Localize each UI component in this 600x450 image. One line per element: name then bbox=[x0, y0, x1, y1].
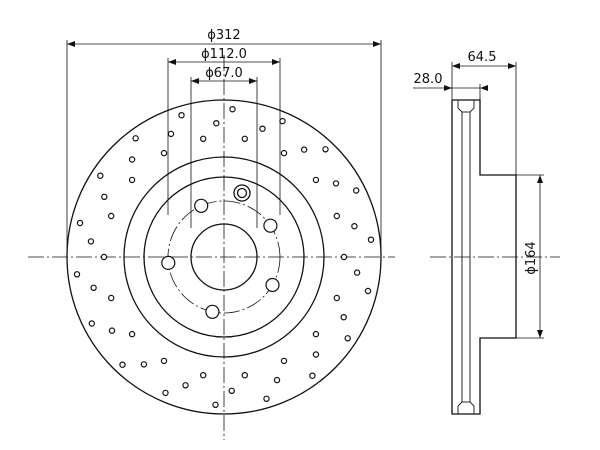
center-bore-label: ϕ67.0 bbox=[205, 66, 243, 81]
drill-hole bbox=[199, 135, 207, 142]
drill-hole bbox=[367, 236, 375, 243]
drill-hole bbox=[280, 357, 288, 365]
hat-outer-circle bbox=[123, 156, 325, 358]
drill-hole bbox=[167, 130, 175, 138]
drill-hole bbox=[132, 135, 139, 142]
drill-hole bbox=[128, 330, 136, 338]
locating-screw-hole bbox=[233, 184, 251, 202]
outer-edge-circle bbox=[66, 99, 382, 415]
bolt-circle-label: ϕ112.0 bbox=[201, 47, 247, 62]
drill-hole bbox=[182, 382, 189, 389]
drill-hole bbox=[241, 372, 248, 379]
drill-hole bbox=[76, 219, 84, 227]
lug-bolt-holes bbox=[161, 198, 280, 319]
lug-bolt-hole bbox=[161, 255, 176, 270]
drill-hole bbox=[128, 176, 136, 184]
drill-hole bbox=[332, 180, 340, 187]
front-view bbox=[28, 55, 395, 440]
drill-hole bbox=[199, 372, 207, 379]
drill-hole bbox=[279, 117, 286, 125]
drill-hole bbox=[101, 193, 108, 200]
drill-hole bbox=[88, 320, 96, 327]
drill-hole bbox=[351, 222, 358, 230]
drill-hole bbox=[312, 176, 320, 184]
drill-hole bbox=[229, 105, 236, 113]
drill-hole bbox=[90, 284, 97, 291]
drill-hole bbox=[280, 149, 288, 157]
drill-hole bbox=[97, 172, 104, 179]
drill-hole bbox=[108, 327, 116, 334]
drill-hole bbox=[333, 294, 340, 302]
thickness-label: 28.0 bbox=[414, 72, 443, 87]
drill-hole bbox=[241, 135, 248, 142]
drill-hole bbox=[73, 271, 81, 278]
drill-hole bbox=[364, 287, 372, 295]
outer-diameter-label: ϕ312 bbox=[207, 28, 240, 43]
drill-hole bbox=[353, 269, 361, 276]
hat-inner-circle bbox=[143, 176, 305, 338]
side-dimensions: 64.5 28.0 ϕ164 bbox=[413, 50, 544, 339]
drill-hole bbox=[340, 314, 347, 321]
drill-hole bbox=[107, 212, 115, 220]
hat-diameter-label: ϕ164 bbox=[524, 241, 539, 274]
drill-hole bbox=[213, 119, 220, 127]
drill-hole bbox=[212, 401, 219, 408]
center-bore-circle bbox=[190, 223, 258, 291]
drill-hole bbox=[322, 146, 329, 153]
drill-hole bbox=[119, 361, 126, 368]
drill-hole bbox=[333, 212, 340, 220]
lug-bolt-hole bbox=[205, 304, 220, 319]
front-dimensions: ϕ312 ϕ112.0 ϕ67.0 bbox=[66, 28, 382, 255]
lug-bolt-hole bbox=[265, 277, 280, 293]
drill-hole bbox=[273, 376, 281, 384]
drill-hole bbox=[87, 238, 95, 245]
drill-hole bbox=[128, 156, 136, 163]
drill-hole bbox=[353, 187, 360, 194]
drill-hole bbox=[160, 357, 168, 365]
drill-hole bbox=[162, 389, 169, 397]
drill-hole bbox=[100, 253, 108, 261]
drill-hole bbox=[259, 125, 266, 132]
drill-hole bbox=[107, 294, 115, 302]
drill-hole bbox=[344, 335, 351, 342]
drill-hole bbox=[340, 253, 348, 261]
lug-bolt-hole bbox=[194, 198, 209, 213]
cross-drilled-holes bbox=[73, 105, 375, 408]
drill-hole bbox=[300, 146, 308, 153]
drill-hole bbox=[228, 387, 235, 394]
lug-bolt-hole bbox=[263, 218, 278, 233]
drill-hole bbox=[263, 395, 270, 402]
drill-hole bbox=[178, 111, 185, 119]
side-view bbox=[430, 99, 560, 415]
total-height-label: 64.5 bbox=[468, 50, 497, 65]
drill-hole bbox=[140, 361, 148, 368]
drill-hole bbox=[160, 149, 168, 157]
drill-hole bbox=[312, 351, 320, 358]
drill-hole bbox=[312, 330, 320, 338]
drill-hole bbox=[309, 372, 316, 379]
